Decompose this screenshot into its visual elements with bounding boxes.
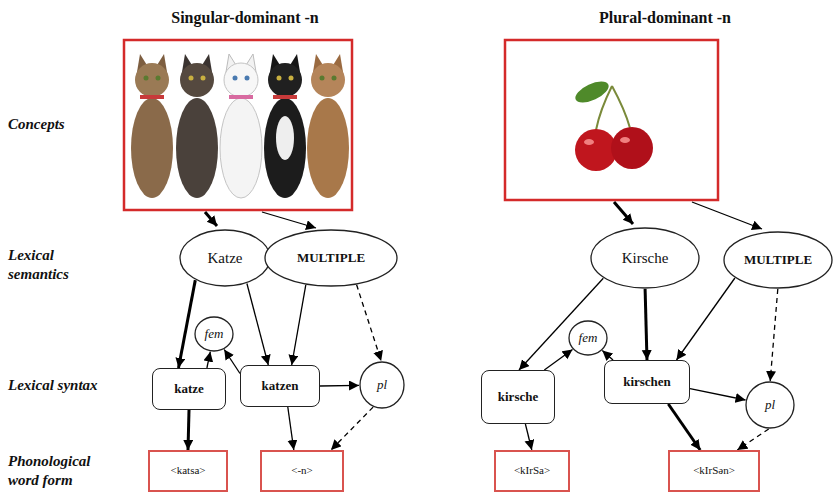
node-text: <kIrSa> [514, 464, 550, 477]
node-text: <-n> [291, 464, 313, 477]
connector [645, 289, 647, 360]
connector [188, 410, 189, 450]
level-label: Lexical syntax [8, 376, 104, 395]
panel-title: Singular-dominant -n [95, 8, 395, 27]
ellipse-shape [195, 317, 233, 351]
concept-arrow [262, 212, 316, 228]
level-label: Concepts [8, 115, 104, 134]
connector [690, 389, 746, 400]
node-text: Kirsche [622, 249, 669, 267]
cats-picture [124, 40, 352, 210]
connector [320, 385, 359, 387]
node-text: fem [205, 326, 224, 342]
cat-figure [131, 54, 173, 198]
connector [331, 407, 373, 450]
word-form-box: <kIrSən> [668, 450, 760, 492]
node-text: Katze [208, 249, 243, 267]
connector [677, 278, 735, 360]
node-text: katzen [262, 378, 299, 394]
connector [770, 289, 778, 381]
concept-arrow [205, 212, 217, 226]
ellipse-shape [360, 362, 404, 408]
node-text: pl [765, 397, 775, 413]
concept-arrow [692, 202, 762, 229]
connector [288, 407, 294, 450]
node-text: MULTIPLE [744, 252, 812, 268]
cat-figure [264, 54, 306, 198]
connector [602, 351, 613, 360]
cherries-picture [505, 40, 718, 200]
ellipse-shape [724, 232, 832, 288]
ellipse-shape [746, 382, 794, 428]
connector [737, 429, 768, 450]
word-form-box: <katsa> [148, 450, 228, 492]
feature-circle: fem [568, 320, 608, 356]
node-text: <kIrSən> [693, 464, 735, 477]
node-text: MULTIPLE [297, 250, 365, 266]
concept-ellipse: Kirsche [590, 227, 700, 289]
cat-figure [220, 54, 262, 198]
connector [207, 352, 210, 368]
connector [224, 350, 240, 374]
level-label: Phonological word form [8, 452, 112, 490]
ellipse-shape [569, 321, 607, 355]
node-text: fem [579, 330, 598, 346]
lemma-box: kirschen [604, 360, 690, 404]
node-text: pl [377, 377, 387, 393]
feature-circle: pl [745, 381, 795, 429]
concept-arrow [614, 202, 633, 224]
ellipse-shape [591, 228, 699, 288]
cat-figure [307, 54, 349, 198]
node-text: <katsa> [170, 464, 205, 477]
panel-title: Plural-dominant -n [515, 8, 815, 27]
lemma-box: katze [152, 368, 226, 410]
connector [668, 404, 700, 450]
connector [525, 424, 531, 450]
connector [544, 349, 572, 370]
concept-ellipse: Katze [179, 229, 271, 287]
ellipse-shape [265, 230, 397, 286]
word-form-box: <kIrSa> [494, 450, 570, 492]
feature-circle: fem [194, 316, 234, 352]
ellipse-shape [180, 230, 270, 286]
connector [357, 285, 382, 361]
concept-ellipse: MULTIPLE [264, 229, 398, 287]
node-text: katze [174, 381, 204, 397]
level-label: Lexical semantics [8, 246, 104, 284]
connector [247, 284, 268, 366]
node-text: kirschen [623, 374, 671, 390]
lemma-box: kirsche [481, 370, 555, 424]
word-form-box: <-n> [260, 450, 344, 492]
connector [292, 285, 306, 365]
node-text: kirsche [498, 389, 538, 405]
cat-figure [176, 54, 218, 198]
lemma-box: katzen [240, 365, 320, 407]
concept-ellipse: MULTIPLE [723, 231, 833, 289]
feature-circle: pl [359, 361, 405, 409]
connector [179, 280, 196, 368]
